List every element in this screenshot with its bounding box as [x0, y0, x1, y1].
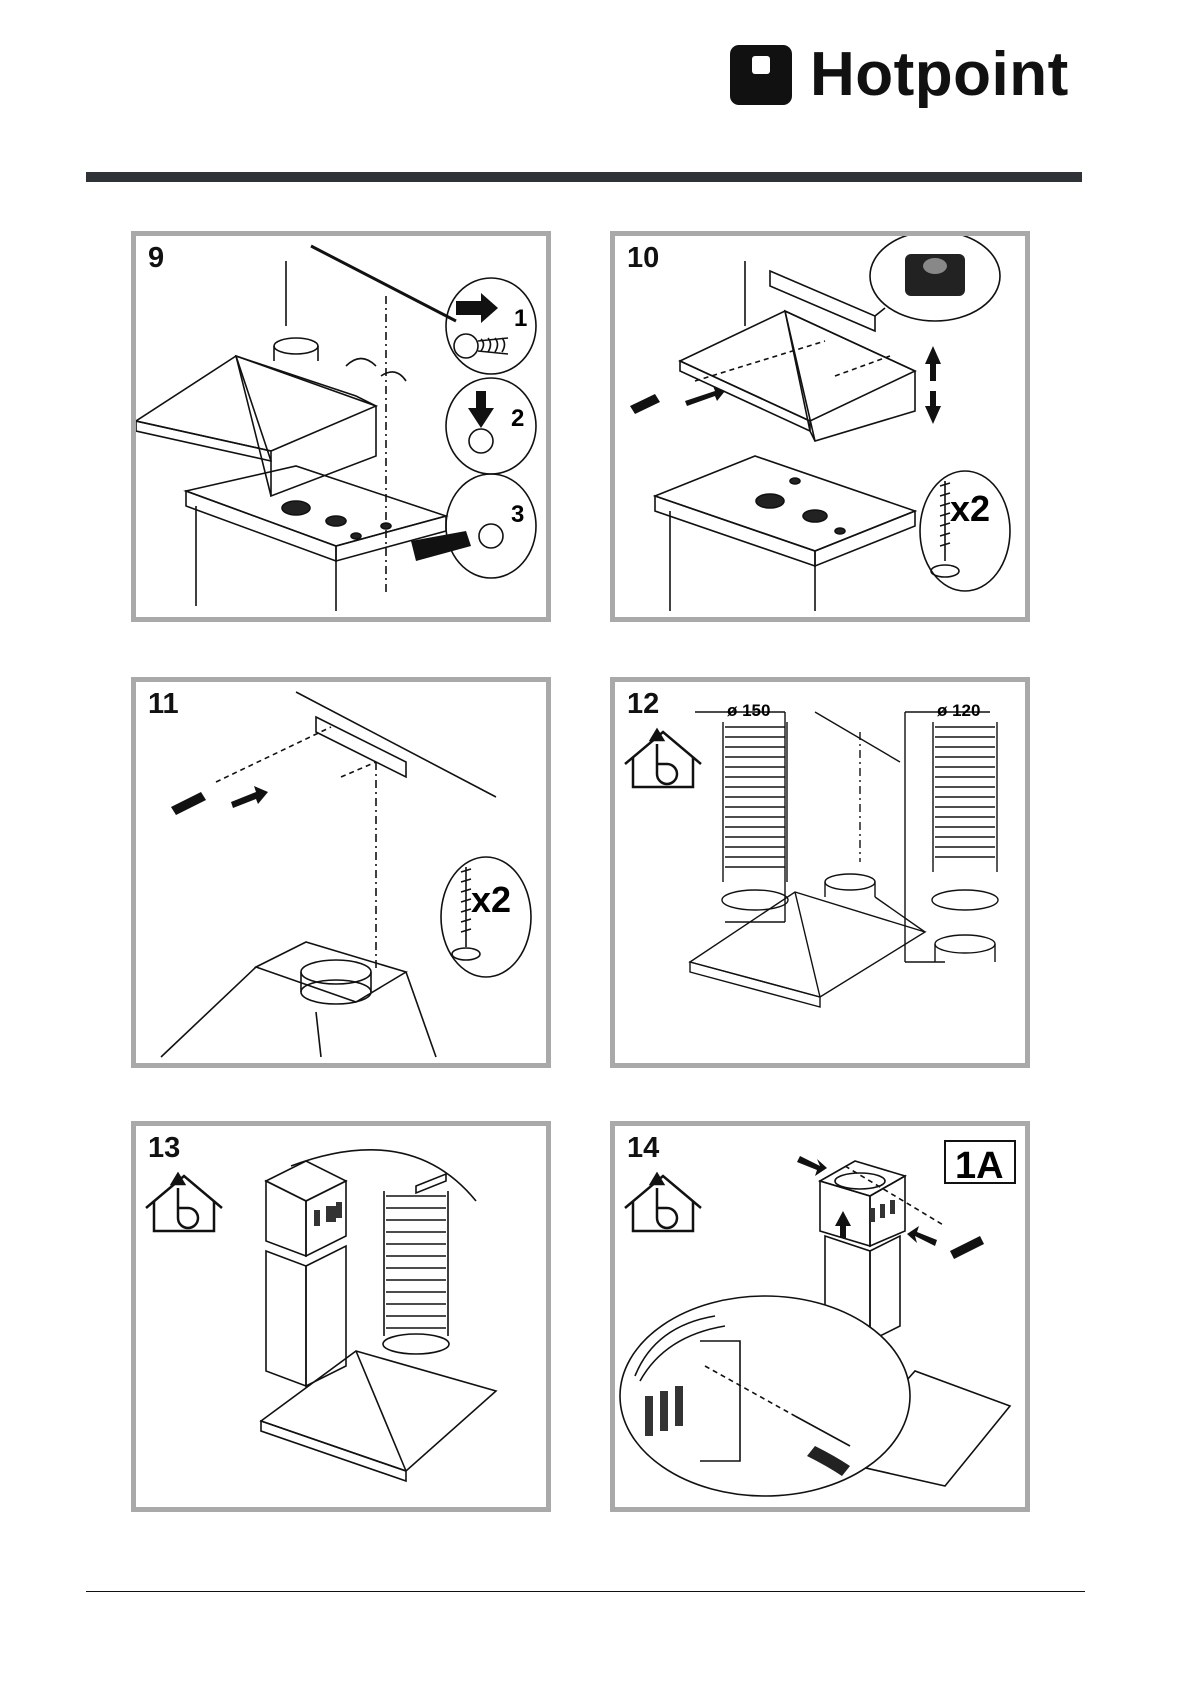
- step-9-callout-3: 3: [511, 501, 524, 528]
- step-12-illustration: ø 150 ø 120: [615, 682, 1025, 1063]
- step-9-number: 9: [148, 242, 164, 275]
- step-12-number: 12: [627, 688, 659, 721]
- step-13-panel: 13: [131, 1121, 551, 1512]
- step-11-illustration: x2: [136, 682, 546, 1063]
- step-9-callout-1: 1: [514, 305, 527, 332]
- step-14-panel: 14: [610, 1121, 1030, 1512]
- header-divider: [86, 172, 1082, 182]
- step-9-callout-2: 2: [511, 405, 524, 432]
- step-14-illustration: 1A: [615, 1126, 1025, 1507]
- step-11-number: 11: [148, 688, 179, 721]
- step-11-quantity: x2: [471, 879, 511, 920]
- outdoor-venting-icon: [625, 730, 701, 787]
- step-14-number: 14: [627, 1132, 659, 1165]
- step-10-number: 10: [627, 242, 659, 275]
- duct-diameter-150-label: ø 150: [727, 701, 770, 720]
- outdoor-venting-icon: [146, 1174, 222, 1231]
- brand-name: Hotpoint: [810, 44, 1069, 106]
- step-10-illustration: x2: [615, 236, 1025, 617]
- brand-logo: Hotpoint: [730, 44, 1069, 106]
- duct-diameter-120-label: ø 120: [937, 701, 980, 720]
- step-9-illustration: 1 2 3: [136, 236, 546, 617]
- step-13-illustration: [136, 1126, 546, 1507]
- step-11-panel: 11 x2: [131, 677, 551, 1068]
- step-9-panel: 9: [131, 231, 551, 622]
- outdoor-venting-icon: [625, 1174, 701, 1231]
- step-10-panel: 10: [610, 231, 1030, 622]
- step-14-code-label: 1A: [955, 1145, 1004, 1187]
- step-13-number: 13: [148, 1132, 180, 1165]
- step-12-panel: 12: [610, 677, 1030, 1068]
- step-10-quantity: x2: [950, 488, 990, 529]
- brand-logo-mark: [730, 45, 792, 105]
- footer-divider: [86, 1591, 1085, 1592]
